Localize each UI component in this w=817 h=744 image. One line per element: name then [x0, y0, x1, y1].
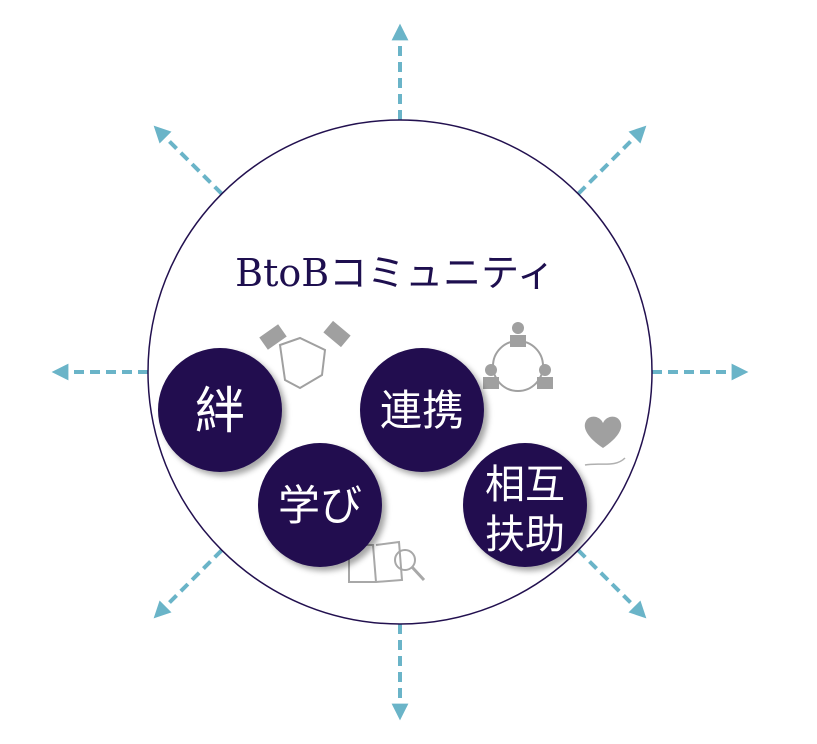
node-manabi-label: 学び [278, 481, 362, 530]
node-fujo-label-line2: 扶助 [485, 512, 565, 558]
diagram-title: BtoBコミュニティ [235, 251, 555, 295]
outward-arrows [51, 23, 749, 721]
arrow-down-left [153, 548, 224, 619]
node-sogo-label-line1: 相互 [485, 462, 565, 508]
node-sogo-fujo [463, 443, 587, 567]
handshake-icon [259, 320, 351, 390]
arrow-down-right [576, 548, 647, 619]
heart-hand-icon [584, 416, 626, 466]
arrow-up-left [153, 125, 224, 196]
node-kizuna [158, 348, 282, 472]
node-renkei-label: 連携 [380, 386, 464, 435]
node-kizuna-label: 絆 [195, 382, 245, 440]
node-renkei [360, 348, 484, 472]
arrow-up-right [576, 125, 647, 196]
people-network-icon [483, 322, 553, 392]
node-manabi [258, 443, 382, 567]
